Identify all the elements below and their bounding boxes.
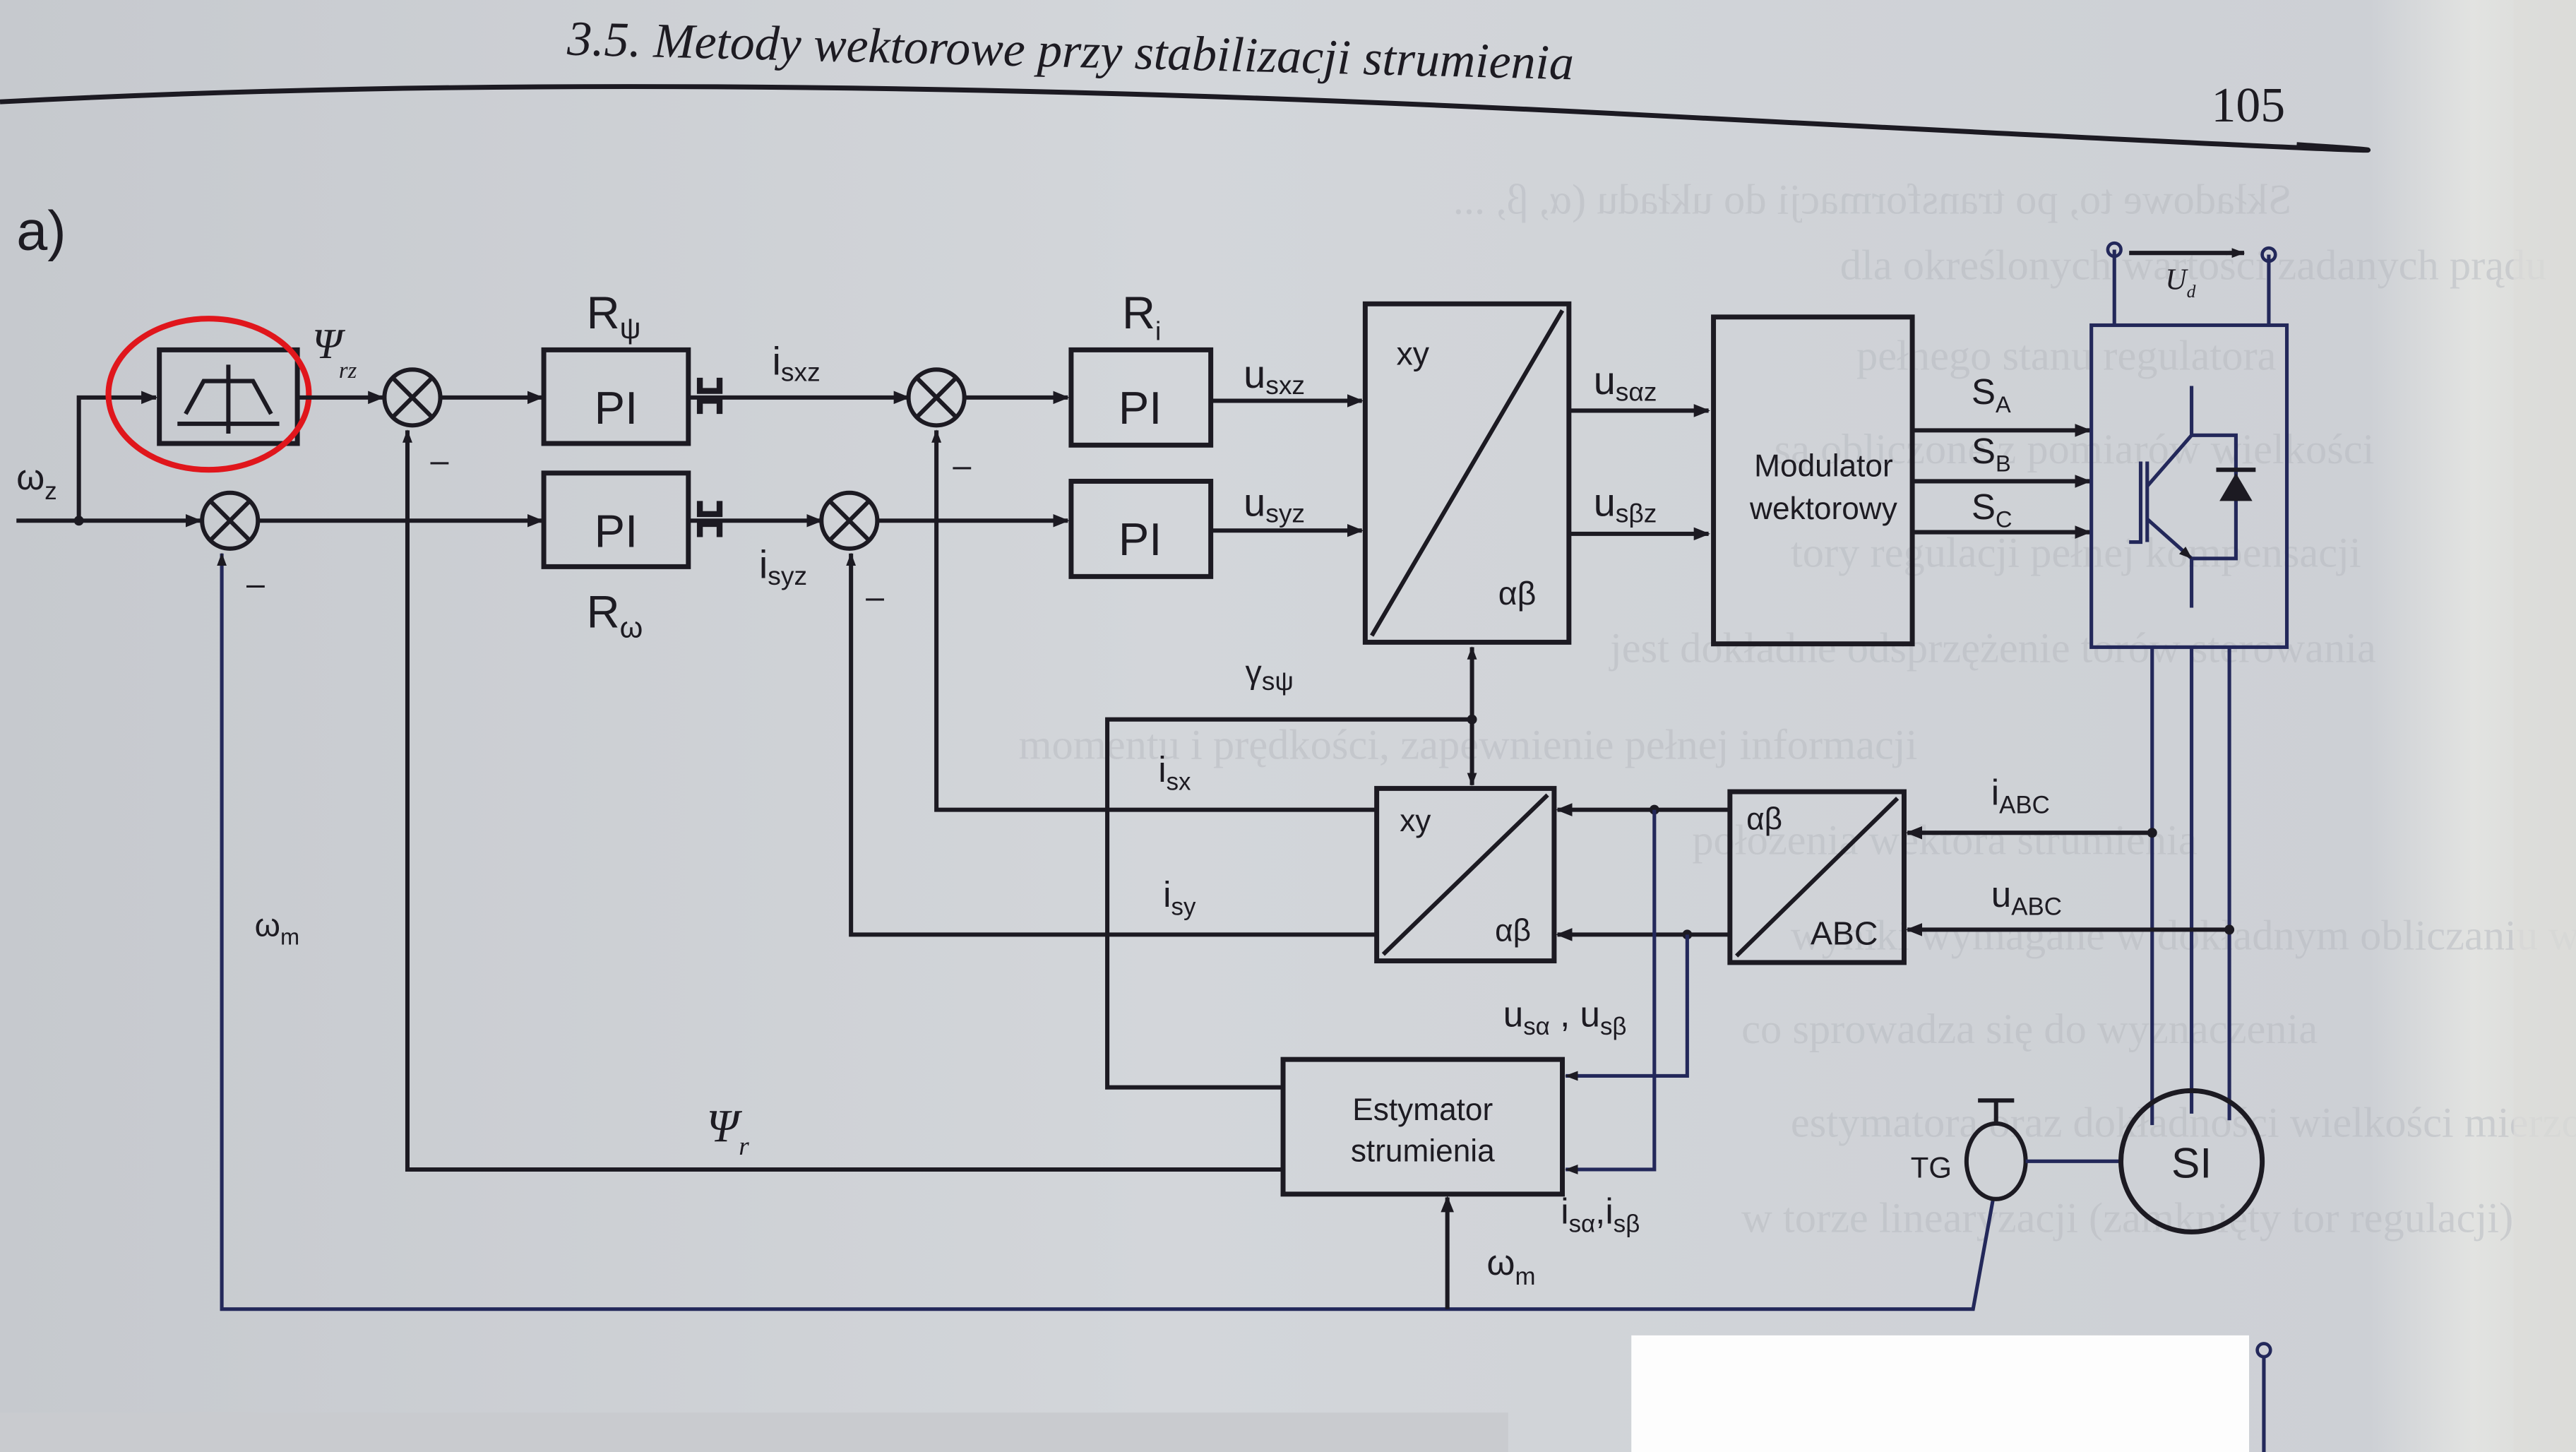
tg-label: TG (1911, 1151, 1952, 1184)
igbt-with-diode-icon (2129, 386, 2256, 608)
abc-to-alphabeta-transform: αβ ABC (1727, 789, 1907, 965)
junction-dot (2147, 828, 2157, 838)
gamma-from-estimator (1105, 717, 1472, 1090)
omega-z-label: ωz (16, 457, 56, 505)
field-weakening-characteristic-icon (177, 364, 280, 434)
SA-label: SA (1972, 371, 2011, 417)
estimator-line2: strumienia (1351, 1133, 1495, 1168)
terminal (2255, 1342, 2272, 1359)
Ud-label: Ud (2165, 263, 2195, 302)
iABC-label: iABC (1991, 773, 2050, 819)
speed-summing-junction (200, 490, 261, 551)
isy-summing-junction (819, 490, 880, 551)
estimator-line1: Estymator (1352, 1093, 1493, 1127)
SB-label: SB (1972, 431, 2011, 477)
flux-reference-shaper (157, 347, 300, 446)
ghost-line: tory regulacji pełnej kompensacji (1791, 529, 2361, 576)
current-regulator-label: Ri (1122, 287, 1161, 345)
abc-label: ABC (1811, 915, 1878, 951)
us-ab-label: usα , usβ (1503, 994, 1627, 1041)
speed-pi-label: PI (595, 505, 638, 557)
isx-label: isx (1158, 749, 1191, 796)
xy-label: xy (1397, 335, 1430, 371)
xy-label: xy (1400, 804, 1431, 838)
is-ab-label: isα,isβ (1561, 1191, 1640, 1238)
page-edge (2513, 0, 2576, 1452)
isx-summing-junction (906, 367, 967, 428)
is-ab-to-estimator (1565, 809, 1657, 1174)
isy-pi-label: PI (1119, 513, 1162, 565)
highlight-circle (105, 316, 312, 473)
header-rule (0, 84, 2371, 153)
isx-pi-block (1068, 347, 1214, 448)
omega-m-left-label: ωm (255, 907, 299, 950)
flux-pi-label: PI (595, 382, 638, 434)
psi-r-feedback (402, 429, 1284, 1172)
xy-to-alphabeta-transform-top: xy αβ (1362, 301, 1572, 645)
omega-m-feedback (217, 552, 1995, 1311)
ab-label: αβ (1495, 914, 1531, 948)
limiter-icon (696, 377, 723, 537)
minus-sign: – (246, 565, 265, 602)
psi-r-label: Ψr (706, 1101, 749, 1161)
isy-label: isy (1163, 874, 1196, 921)
dc-terminal (2260, 246, 2277, 263)
ghost-line: co sprowadza się do wyznaczenia (1741, 1006, 2318, 1053)
flux-regulator-label: Rψ (587, 287, 641, 345)
ghost-line: Składowe to, po transformacji do układu … (1453, 176, 2292, 223)
ghost-line: momentu i prędkości, zapewnienie pełnej … (1018, 722, 1917, 769)
isx-feedback (931, 429, 1377, 812)
minus-sign: – (953, 446, 971, 483)
dc-terminal (2106, 241, 2123, 258)
uABC-label: uABC (1991, 874, 2062, 921)
flux-estimator-block (1280, 1057, 1566, 1197)
ghost-line: wyniki wymagane w dokładnym obliczaniu w… (1791, 912, 2576, 959)
usyz-label: usyz (1244, 480, 1305, 528)
SC-label: SC (1972, 487, 2012, 532)
ghost-line: pełnego stanu regulatora (1856, 332, 2277, 379)
us-ab-to-estimator (1565, 934, 1689, 1081)
minus-sign: – (431, 442, 449, 479)
gamma-label: γsψ (1246, 654, 1294, 696)
junction-dot (2224, 924, 2235, 935)
ab-label: αβ (1746, 802, 1782, 837)
alphabeta-to-xy-transform-bottom: xy αβ (1374, 785, 1557, 964)
bleed-through-text: Składowe to, po transformacji do układu … (1018, 176, 2576, 1242)
flux-summing-junction (382, 367, 443, 428)
figure-label: a) (16, 199, 66, 262)
junction-dot (1682, 929, 1693, 940)
isx-pi-label: PI (1119, 382, 1162, 434)
induction-motor: SI (2118, 1088, 2265, 1234)
inverter-box (2089, 323, 2289, 649)
speed-ref-to-shaper (76, 391, 158, 521)
page-bottom (0, 1412, 1508, 1452)
ghost-line: są obliczone z pomiarów wielkości (1775, 426, 2375, 473)
usbz-label: usβz (1594, 480, 1657, 528)
ghost-line: w torze linearyzacji (zamknięty tor regu… (1741, 1194, 2513, 1242)
ab-label: αβ (1498, 575, 1537, 612)
omega-m-bottom-label: ωm (1487, 1242, 1536, 1290)
modulator-line2: wektorowy (1749, 492, 1897, 526)
minus-sign: – (866, 578, 884, 615)
ghost-line: estymatora oraz dokładności wielkości mi… (1791, 1099, 2576, 1146)
usaz-label: usαz (1594, 358, 1657, 406)
running-title: 3.5. Metody wektorowe przy stabilizacji … (566, 12, 1575, 91)
usxz-label: usxz (1244, 352, 1305, 400)
ghost-line: dla określonych wartości zadanych prądu (1840, 242, 2547, 289)
inverter: Ud (2089, 241, 2289, 1126)
isyz-label: isyz (759, 542, 807, 590)
motor-label: SI (2171, 1139, 2212, 1187)
page-number: 105 (2212, 78, 2286, 133)
white-redaction-patch (1631, 1335, 2250, 1452)
modulator-line1: Modulator (1754, 448, 1893, 483)
ghost-line: położenia wektora strumienia (1692, 816, 2198, 864)
speed-regulator-label: Rω (587, 585, 643, 643)
isy-feedback (846, 552, 1377, 937)
isxz-label: isxz (772, 338, 820, 386)
